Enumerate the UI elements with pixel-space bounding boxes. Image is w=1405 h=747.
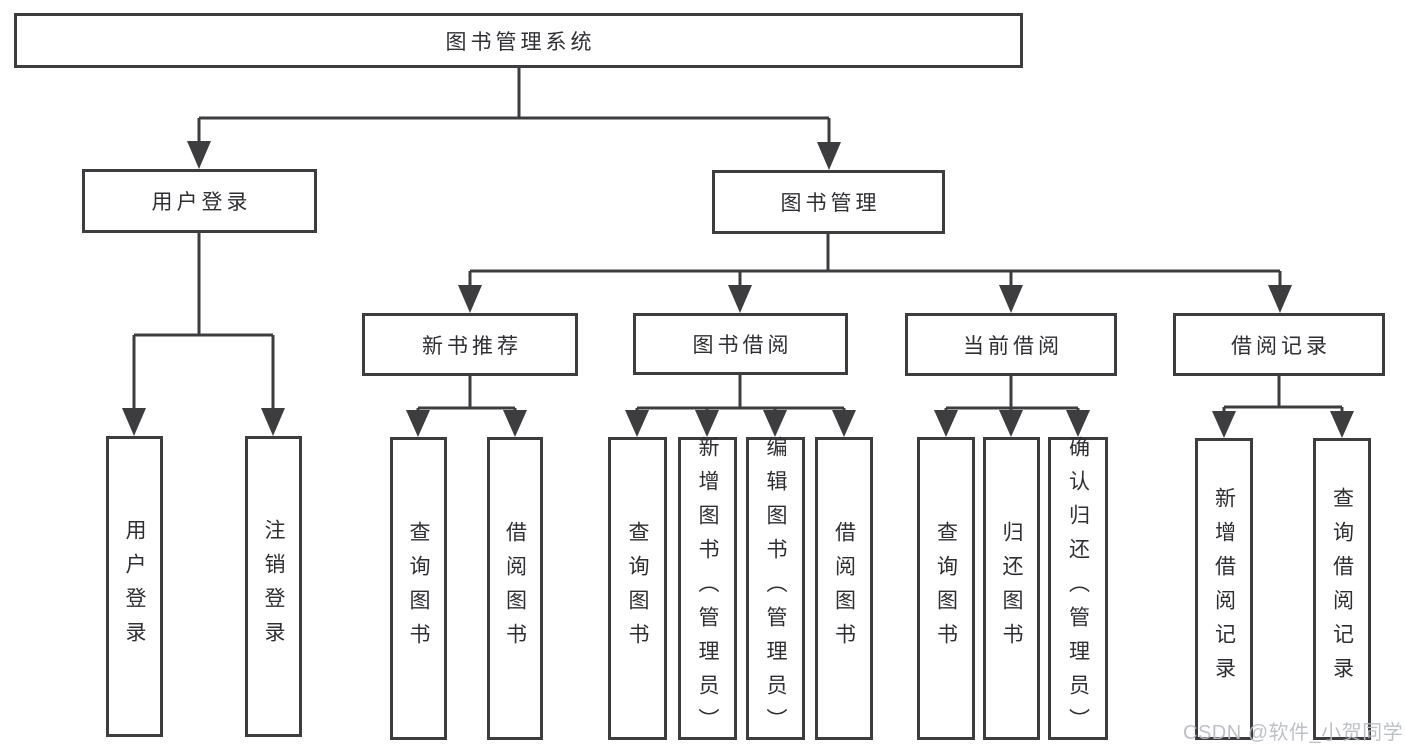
leaf-new-books-query-label: 查询图书 bbox=[407, 520, 430, 657]
node-root-label: 图书管理系统 bbox=[445, 30, 596, 54]
node-root: 图书管理系统 bbox=[14, 13, 1023, 68]
leaf-user-login: 用户登录 bbox=[106, 436, 163, 737]
leaf-user-login-label: 用户登录 bbox=[123, 518, 146, 655]
leaf-current-return-label: 归还图书 bbox=[1000, 520, 1023, 657]
leaf-borrow-edit-label: 编辑图书（管理员） bbox=[764, 435, 787, 742]
leaf-logout-label: 注销登录 bbox=[262, 518, 285, 655]
node-book-mgmt: 图书管理 bbox=[712, 170, 945, 234]
leaf-borrow-add-label: 新增图书（管理员） bbox=[696, 435, 719, 742]
leaf-current-confirm-label: 确认归还（管理员） bbox=[1066, 435, 1090, 742]
leaf-current-query: 查询图书 bbox=[917, 437, 975, 740]
leaf-logout: 注销登录 bbox=[245, 436, 302, 737]
leaf-borrow-query-label: 查询图书 bbox=[626, 520, 649, 657]
node-book-borrow: 图书借阅 bbox=[633, 313, 848, 375]
leaf-new-books-query: 查询图书 bbox=[390, 437, 447, 740]
edges-book-borrow bbox=[625, 375, 856, 437]
leaf-borrow-add: 新增图书（管理员） bbox=[678, 435, 737, 742]
leaf-current-confirm: 确认归还（管理员） bbox=[1048, 435, 1108, 742]
node-user-login-label: 用户登录 bbox=[151, 191, 252, 214]
node-new-books: 新书推荐 bbox=[362, 313, 578, 376]
node-current-borrow-label: 当前借阅 bbox=[963, 334, 1063, 358]
edges-current-borrow bbox=[934, 375, 1090, 437]
node-user-login: 用户登录 bbox=[82, 169, 317, 233]
node-book-mgmt-label: 图书管理 bbox=[780, 192, 881, 215]
leaf-new-books-borrow: 借阅图书 bbox=[487, 437, 543, 740]
node-borrow-records: 借阅记录 bbox=[1173, 313, 1385, 376]
leaf-records-query: 查询借阅记录 bbox=[1313, 438, 1371, 740]
leaf-borrow-borrow: 借阅图书 bbox=[815, 437, 873, 740]
node-book-borrow-label: 图书借阅 bbox=[692, 334, 793, 357]
leaf-new-books-borrow-label: 借阅图书 bbox=[503, 520, 527, 657]
leaf-records-add-label: 新增借阅记录 bbox=[1212, 487, 1236, 691]
edges-user-login bbox=[122, 233, 285, 436]
edges-book-mgmt bbox=[458, 234, 1292, 313]
edges-new-books bbox=[406, 376, 527, 437]
node-borrow-records-label: 借阅记录 bbox=[1231, 334, 1331, 358]
leaf-borrow-query: 查询图书 bbox=[608, 437, 667, 740]
leaf-records-query-label: 查询借阅记录 bbox=[1330, 487, 1354, 691]
edges-borrow-records bbox=[1212, 376, 1354, 438]
leaf-borrow-borrow-label: 借阅图书 bbox=[832, 520, 856, 657]
leaf-records-add: 新增借阅记录 bbox=[1195, 438, 1253, 740]
node-new-books-label: 新书推荐 bbox=[422, 334, 522, 358]
edges-root bbox=[187, 68, 841, 170]
leaf-current-return: 归还图书 bbox=[983, 437, 1040, 740]
leaf-current-query-label: 查询图书 bbox=[934, 520, 958, 657]
leaf-borrow-edit: 编辑图书（管理员） bbox=[746, 435, 805, 742]
node-current-borrow: 当前借阅 bbox=[905, 313, 1117, 376]
csdn-watermark: CSDN @软件_小贺同学 bbox=[1183, 722, 1404, 744]
